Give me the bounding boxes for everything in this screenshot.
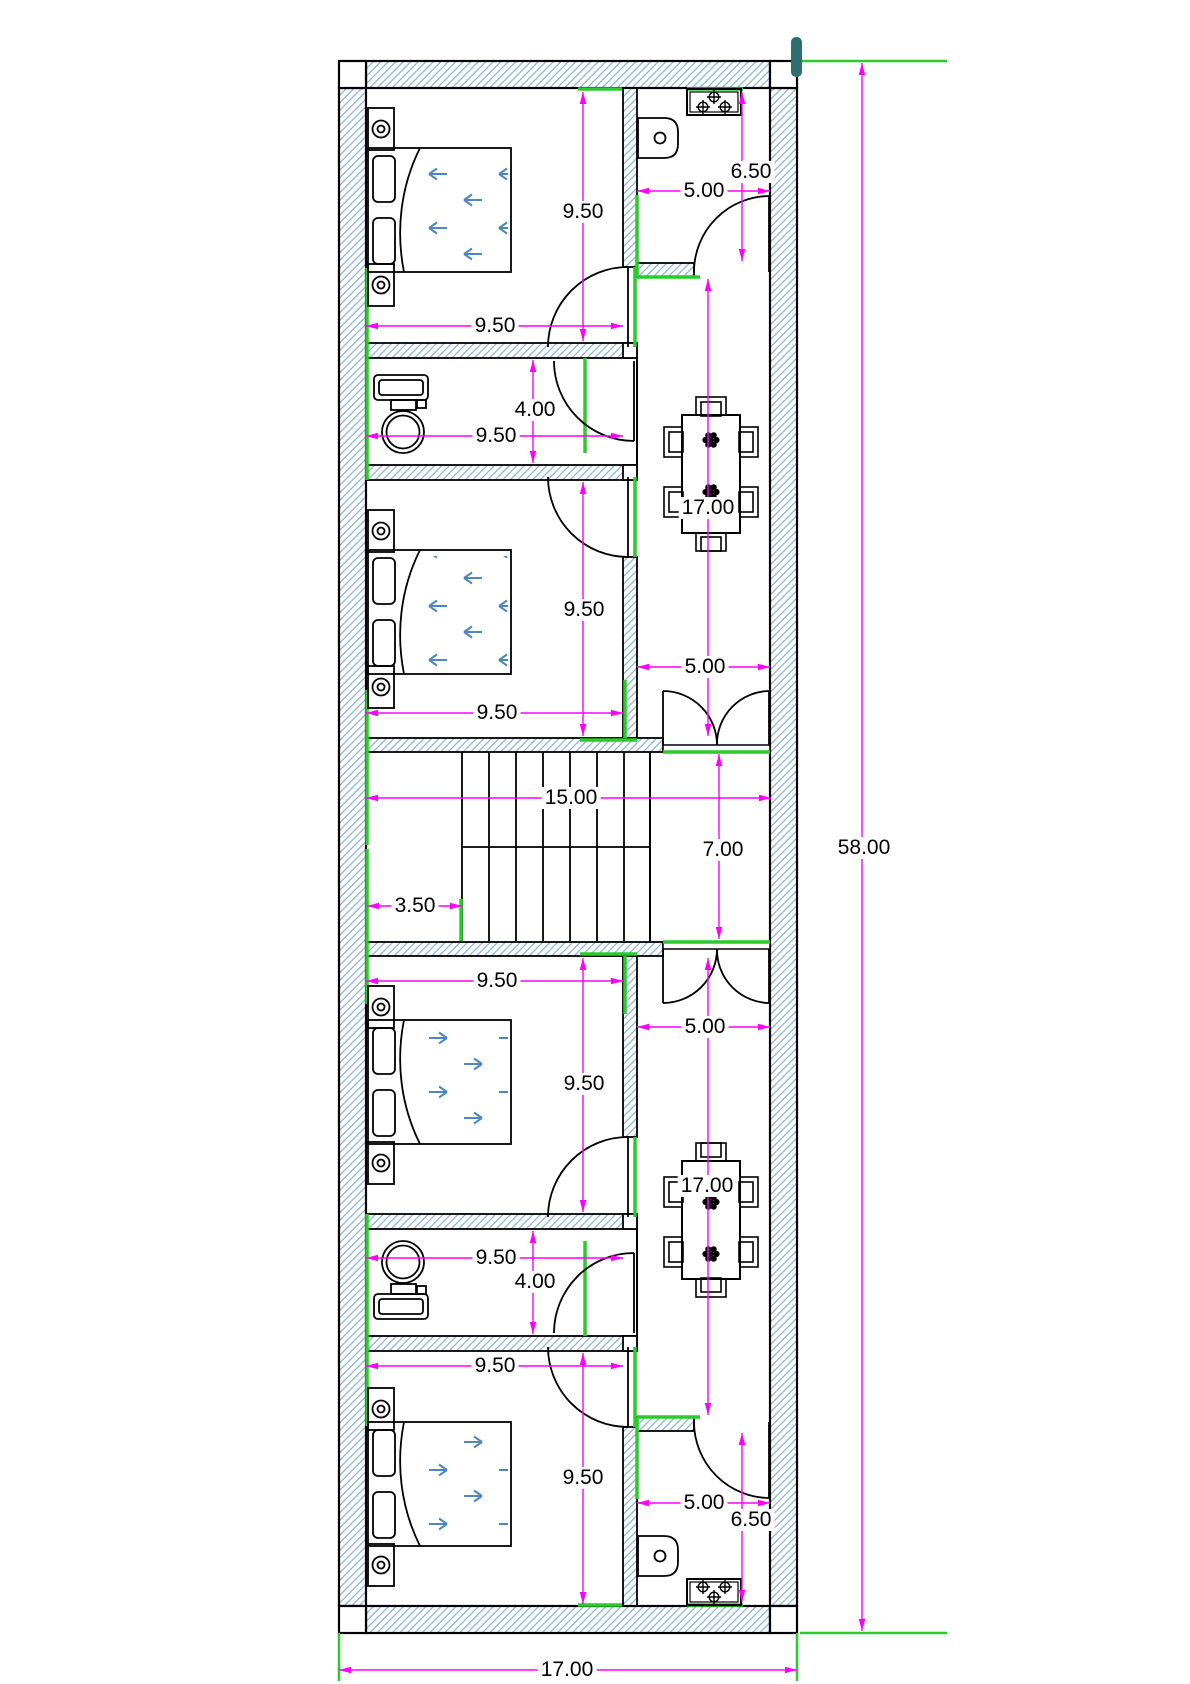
- dim-bed2-width: 9.50: [473, 701, 521, 725]
- dim-kitchen2-height: 6.50: [727, 1508, 775, 1532]
- dim-living2-width: 5.00: [681, 1015, 729, 1039]
- corner-marker-icon: [791, 37, 802, 77]
- dim-bed2-height: 9.50: [560, 598, 608, 622]
- interior-walls-lower: [365, 941, 695, 1607]
- stairs-icon: [461, 752, 651, 941]
- dim-landing-width: 3.50: [391, 894, 439, 918]
- dim-kitchen1-width: 5.00: [680, 179, 728, 203]
- dim-toilet2-width: 9.50: [472, 1246, 520, 1270]
- dim-toilet1-height: 4.00: [511, 398, 559, 422]
- dim-total-height: 58.00: [834, 836, 894, 860]
- dim-toilet1-width: 9.50: [472, 424, 520, 448]
- dim-kitchen2-width: 5.00: [680, 1491, 728, 1515]
- dim-bed4-width: 9.50: [471, 1354, 519, 1378]
- dim-living2-height: 17.00: [677, 1174, 737, 1198]
- dim-kitchen1-height: 6.50: [727, 160, 775, 184]
- dim-bed1-height: 9.50: [559, 200, 607, 224]
- dim-bed4-height: 9.50: [559, 1466, 607, 1490]
- dim-living1-width: 5.00: [681, 655, 729, 679]
- dim-stairs-width: 15.00: [541, 786, 601, 810]
- dim-bed1-width: 9.50: [471, 314, 519, 338]
- dim-hall-height: 7.00: [699, 838, 747, 862]
- dim-total-width: 17.00: [537, 1658, 597, 1682]
- bed-blanket-arrows: [424, 154, 508, 1540]
- dim-bed3-height: 9.50: [560, 1072, 608, 1096]
- outer-walls: [337, 59, 799, 1635]
- dim-living1-height: 17.00: [678, 496, 738, 520]
- dim-toilet2-height: 4.00: [511, 1270, 559, 1294]
- dim-bed3-width: 9.50: [473, 969, 521, 993]
